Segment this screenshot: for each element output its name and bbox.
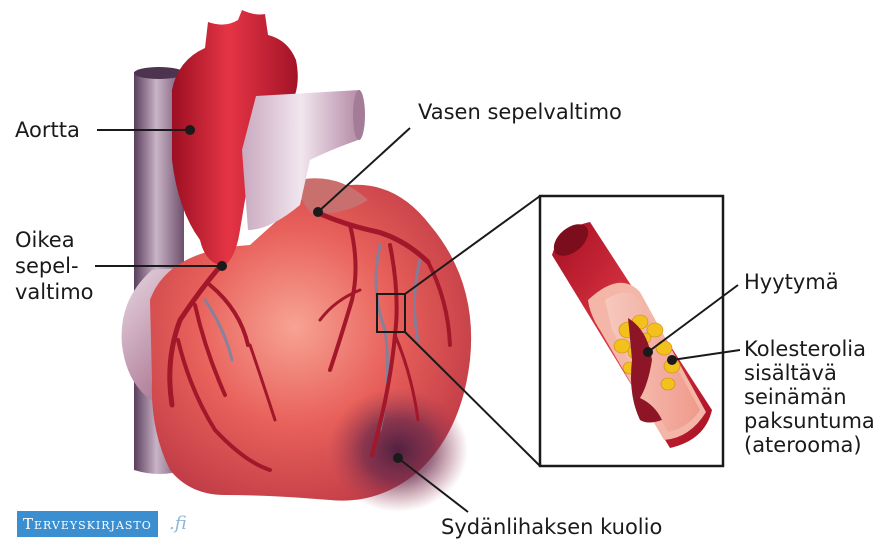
label-plaque-3: seinämän bbox=[744, 385, 847, 410]
label-infarction: Sydänlihaksen kuolio bbox=[441, 515, 662, 540]
pulmonary-opening bbox=[353, 90, 365, 140]
plaque-dot bbox=[667, 355, 677, 365]
logo-name: Terveyskirjasto bbox=[17, 511, 158, 537]
right-coronary-dot bbox=[217, 261, 227, 271]
left-coronary-dot bbox=[313, 207, 323, 217]
infarction-zone bbox=[328, 388, 468, 512]
aorta-dot bbox=[185, 125, 195, 135]
label-plaque-4: paksuntuma bbox=[744, 409, 875, 434]
label-right-coronary-3: valtimo bbox=[15, 280, 94, 305]
label-aorta: Aortta bbox=[15, 118, 80, 143]
clot-dot bbox=[643, 347, 653, 357]
label-plaque-2: sisältävä bbox=[744, 361, 837, 386]
label-right-coronary-1: Oikea bbox=[15, 228, 75, 253]
label-left-coronary: Vasen sepelvaltimo bbox=[418, 100, 622, 125]
infarction-dot bbox=[393, 453, 403, 463]
label-right-coronary-2: sepel- bbox=[15, 254, 79, 279]
label-plaque-5: (aterooma) bbox=[744, 433, 862, 458]
label-clot: Hyytymä bbox=[744, 270, 839, 295]
logo-suffix: .fi bbox=[169, 511, 187, 537]
label-plaque-1: Kolesterolia bbox=[744, 337, 866, 362]
